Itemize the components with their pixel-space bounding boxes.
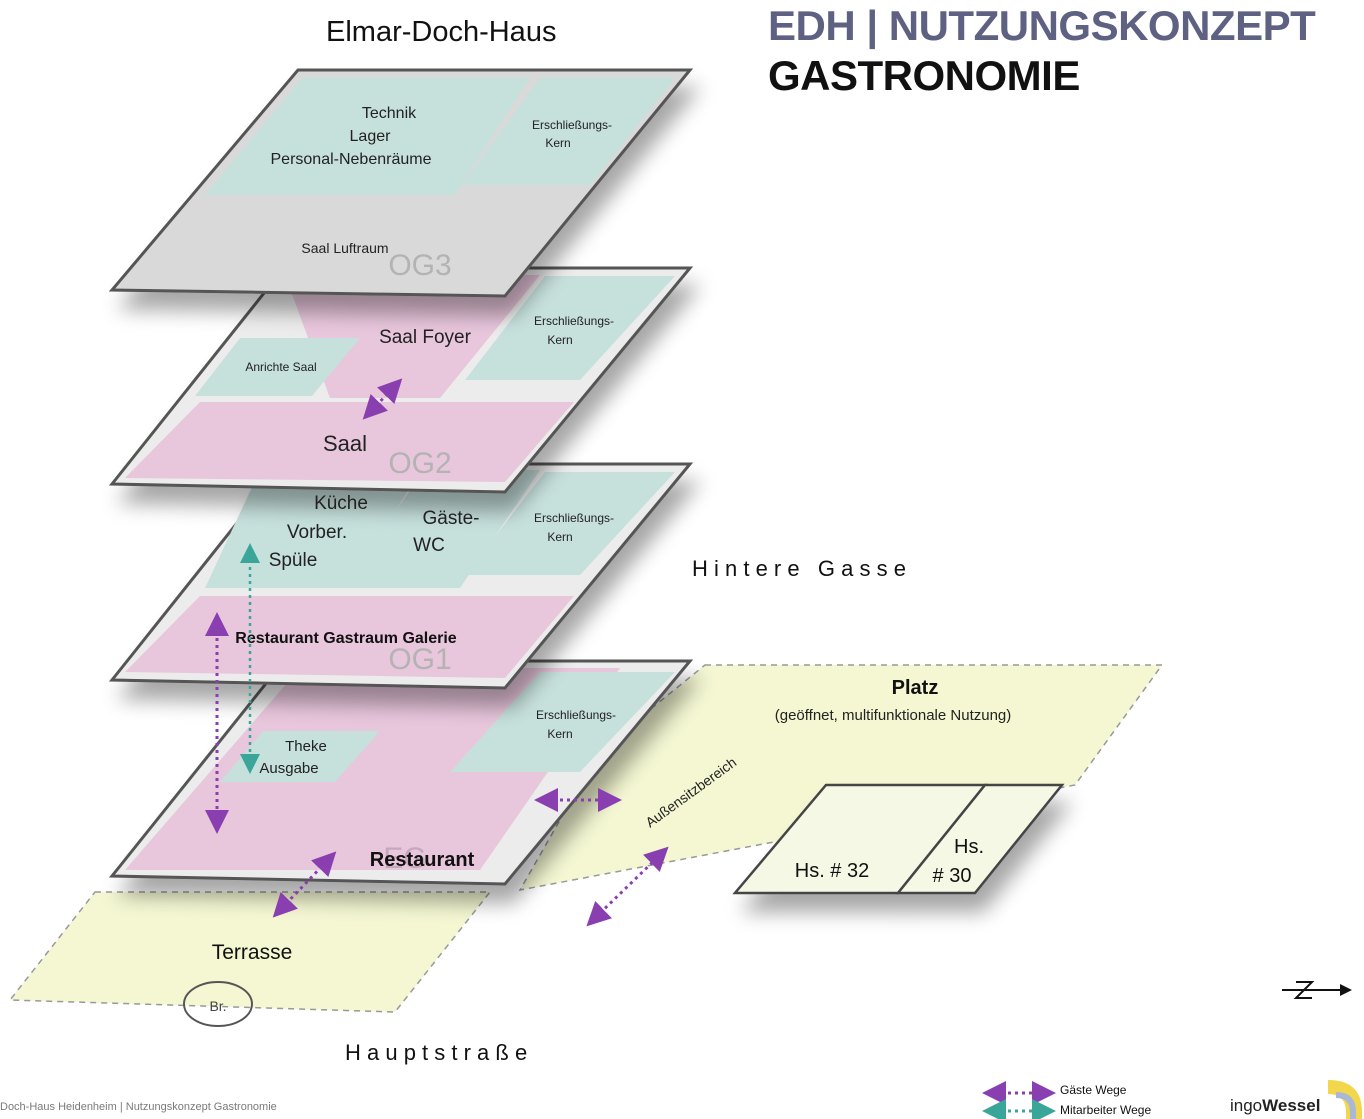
og3-lager: Lager	[350, 128, 392, 145]
brunnen-marker: Br.	[183, 981, 253, 1027]
og1-gaeste: Gäste-	[422, 508, 479, 529]
guest-route-arrows	[205, 378, 669, 927]
logo-mark-icon	[1328, 1080, 1362, 1119]
og1-kueche: Küche	[314, 493, 368, 514]
platz-title: Platz	[892, 677, 939, 699]
og3-luftraum: Saal Luftraum	[301, 240, 388, 256]
guest-arrow-terrasse	[272, 851, 337, 918]
og3-core-1: Erschließungs-	[532, 118, 612, 132]
eg-core-2: Kern	[547, 727, 572, 741]
footer-text: Doch-Haus Heidenheim | Nutzungskonzept G…	[0, 1101, 277, 1113]
brunnen-label: Br.	[209, 998, 226, 1014]
eg-theke: Theke	[285, 738, 327, 755]
og1-core-2: Kern	[547, 530, 572, 544]
og1-wc: WC	[413, 535, 445, 556]
og3-core-2: Kern	[545, 136, 570, 150]
eg-restaurant: Restaurant	[370, 849, 475, 871]
title-line-1: EDH | NUTZUNGSKONZEPT	[768, 2, 1316, 49]
og2-foyer: Saal Foyer	[379, 327, 472, 348]
hintere-gasse-label: H i n t e r e G a s s e	[692, 556, 906, 581]
neighbor-houses	[732, 783, 1065, 895]
hs32-label: Hs. # 32	[795, 860, 869, 882]
terrasse-area	[8, 891, 492, 1013]
eg-core-1: Erschließungs-	[536, 708, 616, 722]
og1-vorber: Vorber.	[287, 522, 347, 543]
guest-arrow-aussen	[586, 846, 669, 927]
terrasse-label: Terrasse	[212, 941, 293, 964]
legend-staff-label: Mitarbeiter Wege	[1060, 1103, 1152, 1117]
floor-eg	[108, 659, 694, 886]
guest-arrow-og2	[362, 378, 403, 420]
north-arrow-icon	[1282, 981, 1352, 999]
hs30-label-1: Hs.	[954, 836, 984, 858]
og2-core-2: Kern	[547, 333, 572, 347]
logo-light: ingo	[1230, 1096, 1263, 1115]
logo-bold: Wessel	[1262, 1096, 1321, 1115]
building-title: Elmar-Doch-Haus	[326, 16, 557, 48]
legend-guest-label: Gäste Wege	[1060, 1083, 1127, 1097]
og3-technik: Technik	[362, 105, 417, 122]
hauptstrasse-label: H a u p t s t r a ß e	[345, 1040, 527, 1065]
logo-wordmark: ingoWessel	[1230, 1096, 1320, 1116]
og2-core-1: Erschließungs-	[534, 314, 614, 328]
og3-label: OG3	[388, 249, 451, 282]
og1-spuele: Spüle	[269, 550, 318, 571]
floor-og3	[108, 68, 694, 298]
platz-subtitle: (geöffnet, multifunktionale Nutzung)	[775, 707, 1012, 724]
og1-core-1: Erschließungs-	[534, 511, 614, 525]
og1-label: OG1	[388, 643, 451, 676]
og3-personal: Personal-Nebenräume	[271, 151, 432, 168]
og2-anrichte: Anrichte Saal	[245, 360, 316, 374]
hs30-label-2: # 30	[933, 865, 972, 887]
title-line-2: GASTRONOMIE	[768, 52, 1080, 99]
eg-label: EG	[383, 842, 426, 875]
eg-ausgabe: Ausgabe	[259, 760, 318, 777]
og1-galerie: Restaurant Gastraum Galerie	[235, 630, 457, 647]
og2-label: OG2	[388, 447, 451, 480]
og2-saal: Saal	[323, 431, 367, 456]
